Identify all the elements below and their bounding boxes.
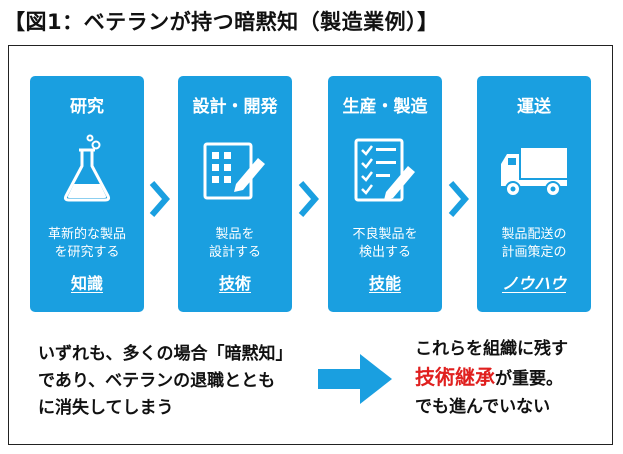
chevron-right-icon — [298, 181, 319, 217]
note-implicit-knowledge: いずれも、多くの場合「暗黙知」 であり、ベテランの退職ととも に消失してしまう — [38, 344, 293, 418]
step-title: 生産・製造 — [342, 97, 428, 117]
design-pencil-icon — [203, 142, 265, 200]
chevron-right-icon — [448, 181, 469, 217]
step-keyword: 知識 — [70, 274, 103, 293]
diagram-title: 【図1：ベテランが持つ暗黙知（製造業例）】 — [4, 10, 439, 34]
flask-icon — [63, 134, 111, 202]
step-description: 不良製品を 検出する — [352, 227, 418, 260]
step-transport: 運送 製品配送の 計画策定の ノウハウ — [477, 76, 591, 312]
step-description: 革新的な製品 を研究する — [47, 227, 126, 260]
step-title: 研究 — [70, 97, 104, 117]
step-title: 運送 — [517, 97, 551, 117]
truck-icon — [501, 148, 567, 197]
step-keyword: 技術 — [218, 274, 251, 293]
diagram-frame — [8, 45, 613, 445]
step-production: 生産・製造 不良製品を 検出する 技能 — [328, 76, 442, 312]
arrow-right-icon — [318, 354, 392, 404]
chevron-right-icon — [149, 181, 170, 217]
step-research: 研究 革新的な製品 を研究する 知識 — [30, 76, 144, 312]
checklist-icon — [354, 138, 415, 202]
step-description: 製品配送の 計画策定の — [501, 227, 567, 260]
highlight-text: 技術継承 — [415, 365, 495, 389]
step-keyword: ノウハウ — [501, 274, 566, 293]
step-description: 製品を 設計する — [208, 227, 261, 260]
step-keyword: 技能 — [368, 274, 401, 293]
step-design: 設計・開発 製品を 設計する 技術 — [178, 76, 292, 312]
note-succession: これらを組織に残す 技術継承が重要。 でも進んでいない — [415, 339, 568, 417]
step-title: 設計・開発 — [192, 97, 278, 117]
